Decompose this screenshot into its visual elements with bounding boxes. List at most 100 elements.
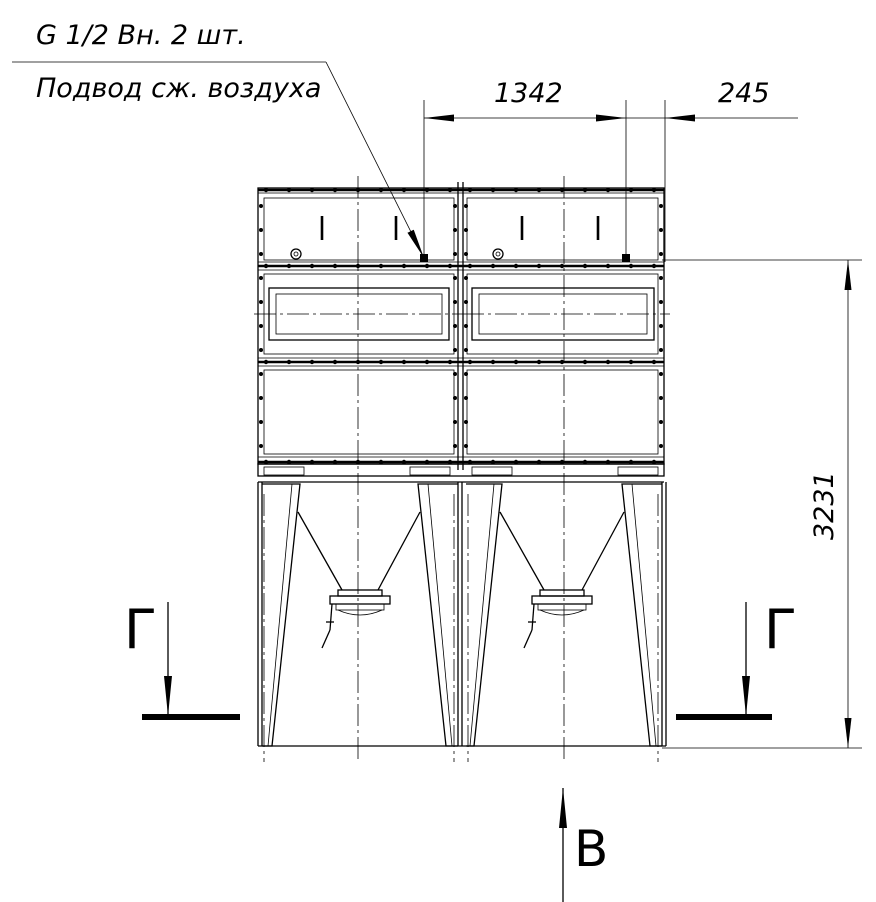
bolt [659, 228, 663, 232]
air-fitting-left [420, 254, 428, 262]
bolt [628, 459, 634, 465]
bolt [490, 359, 496, 365]
bolt [464, 276, 468, 280]
hopper-left [257, 482, 463, 747]
filter-cabinet [257, 182, 665, 483]
bolt [659, 396, 663, 400]
bolt [559, 359, 565, 365]
bolt [332, 187, 338, 193]
callout-arrow [325, 61, 425, 259]
bolt [259, 372, 263, 376]
bolt [559, 187, 565, 193]
bolt [259, 348, 263, 352]
bolt [378, 359, 384, 365]
bolt [659, 204, 663, 208]
dimension-height-text: 3231 [809, 471, 840, 540]
bolt [464, 348, 468, 352]
bolt [447, 459, 453, 465]
bolt [453, 396, 457, 400]
bolt [464, 300, 468, 304]
bolt [605, 459, 611, 465]
bolt [513, 187, 519, 193]
bolt [453, 372, 457, 376]
bolt [651, 263, 657, 269]
bolt [659, 444, 663, 448]
bolt [659, 276, 663, 280]
bolt [490, 459, 496, 465]
bolt [355, 459, 361, 465]
view-letter: В [574, 820, 608, 878]
bolt [309, 263, 315, 269]
bolt [286, 359, 292, 365]
bolt [453, 348, 457, 352]
bolt [263, 187, 269, 193]
bolt [513, 459, 519, 465]
bolt [464, 396, 468, 400]
section-mark-right: Г [676, 598, 797, 720]
dimension-height: 3231 [662, 259, 862, 749]
outlet-flange-right [531, 595, 593, 605]
bolt [605, 263, 611, 269]
bolt [659, 324, 663, 328]
bolt [559, 263, 565, 269]
bolt [659, 348, 663, 352]
bolt [651, 359, 657, 365]
bolt [559, 459, 565, 465]
bolt [259, 396, 263, 400]
bolt [378, 187, 384, 193]
bolt [464, 228, 468, 232]
bolt [605, 187, 611, 193]
bolt [453, 300, 457, 304]
bolt [401, 263, 407, 269]
bolt [447, 263, 453, 269]
bolt [659, 252, 663, 256]
callout-leader: G 1/2 Вн. 2 шт. Подвод сж. воздуха [12, 20, 425, 259]
bolt [332, 263, 338, 269]
callout-purpose-text: Подвод сж. воздуха [36, 73, 321, 104]
bolt [259, 204, 263, 208]
section-mark-left: Г [124, 598, 240, 720]
bolt [659, 420, 663, 424]
bolt [259, 276, 263, 280]
bolt [628, 359, 634, 365]
bolt [378, 459, 384, 465]
bolt [464, 252, 468, 256]
bolt-pattern [259, 187, 663, 465]
dimension-pitch-text: 1342 [494, 78, 563, 109]
bolt [536, 359, 542, 365]
bolt [464, 204, 468, 208]
bolt [453, 276, 457, 280]
bolt [401, 187, 407, 193]
bolt [464, 324, 468, 328]
bolt [659, 372, 663, 376]
bolt [453, 252, 457, 256]
bolt [651, 459, 657, 465]
outlet-flange-left [329, 595, 391, 605]
bolt [332, 359, 338, 365]
bolt [424, 187, 430, 193]
section-letter-right: Г [764, 598, 797, 661]
bolt [259, 420, 263, 424]
bolt [259, 300, 263, 304]
bolt [467, 359, 473, 365]
air-fitting-right [622, 254, 630, 262]
port-left [290, 248, 302, 260]
bolt [513, 263, 519, 269]
bolt [536, 187, 542, 193]
view-mark: В [559, 788, 608, 902]
bolt [424, 263, 430, 269]
bolt [453, 324, 457, 328]
bolt [453, 228, 457, 232]
bolt [401, 459, 407, 465]
bolt [259, 444, 263, 448]
bolt [467, 187, 473, 193]
bolt [536, 459, 542, 465]
cabinet-outline [257, 187, 665, 465]
bolt [628, 187, 634, 193]
bolt [286, 187, 292, 193]
bolt [263, 359, 269, 365]
bolt [453, 204, 457, 208]
bolt [309, 187, 315, 193]
section-letter-left: Г [124, 598, 157, 661]
